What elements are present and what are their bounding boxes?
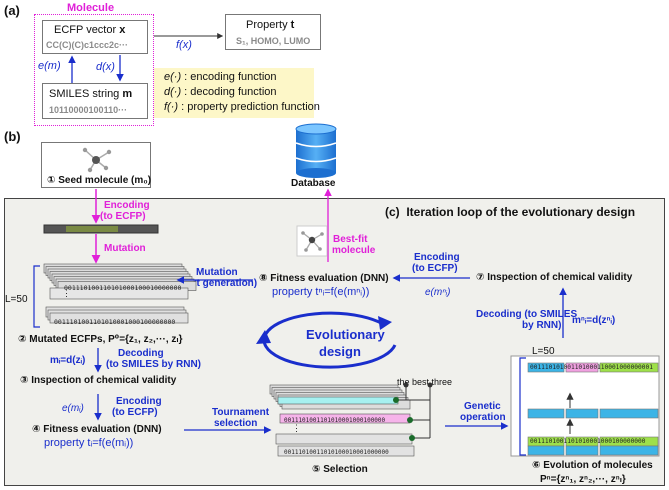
- step2-label: ② Mutated ECFPs, P⁰={z₁, z₂,···, zₗ}: [18, 334, 183, 345]
- dx-label: d(x): [96, 61, 115, 73]
- encoding-label-1: Encoding: [104, 200, 150, 211]
- panel-b-label: (b): [4, 129, 21, 144]
- legend-encoding: e(·) : encoding function: [164, 71, 277, 83]
- mutated-ecfp-stack: [43, 263, 197, 324]
- encoding-label-2: Encoding: [116, 396, 162, 407]
- molecule-title: Molecule: [67, 2, 115, 14]
- to-ecfp-label-3: (to ECFP): [412, 263, 458, 274]
- l50-bracket-right: [519, 357, 526, 456]
- step5-label: ⑤ Selection: [312, 464, 368, 475]
- function-legend: e(·) : encoding function d(·) : decoding…: [154, 68, 320, 118]
- single-ecfp-bar: [43, 224, 159, 234]
- genetic-label: Genetic: [464, 401, 501, 412]
- l50-bracket-left: [33, 265, 40, 328]
- best-three-label: the best three: [397, 377, 453, 387]
- smiles-value: 10110000100110···: [49, 105, 128, 115]
- seed-molecule-box: ① Seed molecule (m₀): [41, 142, 151, 188]
- step6-population: Pⁿ={zⁿ₁, zⁿ₂,···, zⁿₗ}: [540, 474, 626, 485]
- evolution-bar-segment: [599, 408, 659, 419]
- evolution-bar-segment: [599, 362, 659, 373]
- mutation-label-2: Mutation: [196, 267, 238, 278]
- ecfp-value: CC(C)(C)c1ccc2c···: [46, 40, 129, 50]
- ellipsis: ⋮: [62, 289, 71, 299]
- to-ecfp-label-2: (to ECFP): [112, 407, 158, 418]
- smiles-box: SMILES string m 10110000100110···: [42, 83, 148, 119]
- evolution-box: [510, 355, 660, 457]
- evolution-bar-segment: [599, 445, 659, 456]
- mutated-ecfp-bar: [49, 312, 189, 324]
- evolution-bar-segment: [565, 362, 599, 373]
- legend-decoding: d(·) : decoding function: [164, 86, 277, 98]
- selection-stack: [269, 384, 415, 457]
- em-label: e(m): [38, 60, 61, 72]
- encoding-label-3: Encoding: [414, 252, 460, 263]
- l50-left: L=50: [5, 294, 28, 305]
- step8-label: ⑧ Fitness evaluation (DNN): [259, 273, 389, 284]
- mutation-label-1: Mutation: [104, 243, 146, 254]
- evolution-bar-segment: [565, 445, 599, 456]
- mutated-ecfp-bar: [49, 287, 189, 300]
- legend-property: f(·) : property prediction function: [164, 101, 320, 113]
- evolution-bar-segment: [527, 362, 565, 373]
- smiles-title: SMILES string m: [49, 88, 133, 100]
- seed-molecule-icon: [82, 147, 112, 173]
- ecfp-box: ECFP vector x CC(C)(C)c1ccc2c···: [42, 20, 148, 54]
- to-ecfp-label-1: (to ECFP): [100, 211, 146, 222]
- design-label: design: [319, 344, 361, 359]
- fx-label: f(x): [176, 39, 192, 51]
- decoding-label-2: Decoding (to SMILES: [476, 309, 578, 320]
- step7-label: ⑦ Inspection of chemical validity: [476, 272, 633, 283]
- evolutionary-label: Evolutionary: [306, 327, 385, 342]
- selection-bar: [277, 396, 399, 405]
- step4-label: ④ Fitness evaluation (DNN): [32, 424, 162, 435]
- l50-right: L=50: [532, 346, 555, 357]
- step4-property: property tᵢ=f(e(mᵢ)): [44, 437, 134, 449]
- best-three-bracket: [393, 382, 433, 441]
- seed-label: ① Seed molecule (m₀): [47, 175, 152, 186]
- ecfp-title: ECFP vector x: [54, 24, 126, 36]
- evolution-bar-segment: [527, 445, 565, 456]
- mi-equation: mᵢ=d(zᵢ): [50, 355, 86, 366]
- ellipsis: ⋮: [292, 424, 301, 434]
- evolution-bar-segment: [527, 408, 565, 419]
- property-value: S₁, HOMO, LUMO: [236, 36, 311, 46]
- step8-property: property tⁿᵢ=f(e(mⁿᵢ)): [272, 286, 370, 298]
- e-mi-label: e(mᵢ): [62, 403, 84, 414]
- step3-label: ③ Inspection of chemical validity: [20, 375, 177, 386]
- by-rnn-label: by RNN): [522, 320, 562, 331]
- best-fit-molecule-label: molecule: [332, 245, 376, 256]
- tournament-label: Tournament: [212, 407, 270, 418]
- database-label: Database: [291, 178, 336, 189]
- next-generation-label: (next generation): [176, 278, 258, 289]
- selection-bitstring-text: 0011101001101010001000100000: [284, 417, 386, 424]
- bitstring-text-top: 001110100110101000100010000000: [64, 284, 182, 292]
- evolution-bar-segment: [565, 408, 599, 419]
- bitstring-text-bottom: 0011101001101010001000100000000: [54, 318, 176, 326]
- step6-label: ⑥ Evolution of molecules: [532, 460, 653, 471]
- evolution-bitstring-bottom: 0011101001101010001000100000000: [530, 438, 646, 445]
- best-fit-label: Best-fit: [333, 234, 368, 245]
- selection-bar: [277, 445, 415, 457]
- evolutionary-cycle-arrow: [256, 311, 397, 369]
- tournament-selection-label: selection: [214, 418, 258, 429]
- evolution-bitstring-top: 001110101001101000110001000000001: [530, 364, 653, 371]
- to-smiles-label-1: (to SMILES by RNN): [106, 359, 201, 370]
- property-title: Property t: [246, 19, 295, 31]
- property-box: Property t S₁, HOMO, LUMO: [225, 14, 321, 50]
- molecule-group-box: [34, 14, 154, 126]
- operation-label: operation: [460, 412, 506, 423]
- mni-equation: mⁿᵢ=d(zⁿᵢ): [572, 315, 616, 326]
- database-icon: [295, 123, 337, 178]
- best-fit-molecule-icon: [296, 225, 328, 257]
- selection-bar: [275, 433, 413, 445]
- selection-bitstring-text: 00111010011010100010001000000: [284, 449, 389, 456]
- panel-c-title: (c) Iteration loop of the evolutionary d…: [385, 205, 636, 219]
- decoding-label-1: Decoding: [118, 348, 164, 359]
- panel-a-label: (a): [4, 3, 20, 18]
- e-mni-label: e(mⁿᵢ): [425, 287, 451, 298]
